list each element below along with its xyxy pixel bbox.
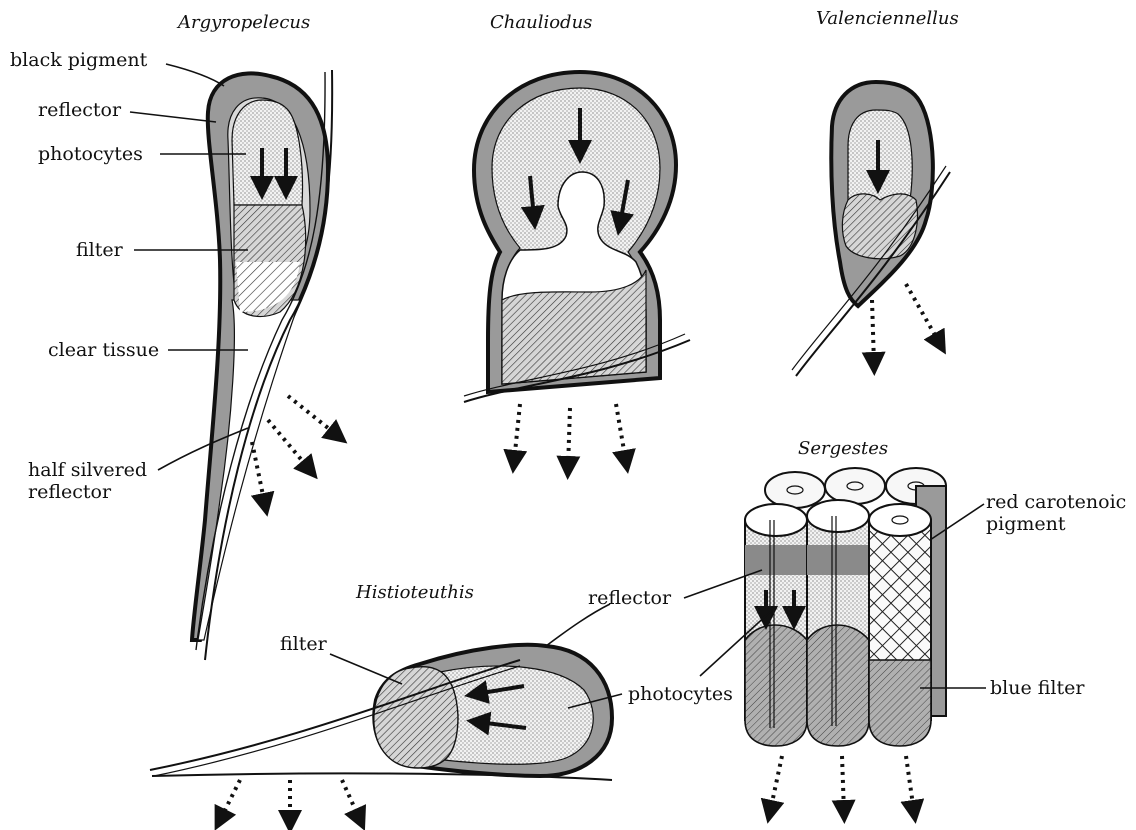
- label-clear-tissue: clear tissue: [48, 339, 159, 361]
- label-reflector: reflector: [38, 99, 122, 121]
- label-s-reflector: reflector: [588, 587, 672, 609]
- title-histioteuthis: Histioteuthis: [355, 582, 474, 603]
- label-red-carotenoid-line1: red carotenoic: [986, 491, 1126, 513]
- label-half-silvered-line1: half silvered: [28, 459, 147, 481]
- emission-arrow: [770, 756, 782, 812]
- label-h-photocytes: photocytes: [628, 683, 733, 705]
- label-red-carotenoid-line2: pigment: [986, 513, 1066, 535]
- cylinder-top: [807, 500, 869, 532]
- cylinder-top: [825, 468, 885, 504]
- title-argyropelecus: Argyropelecus: [176, 12, 310, 33]
- title-chauliodus: Chauliodus: [490, 12, 592, 33]
- leader-h-reflector: [546, 604, 610, 646]
- chauliodus-organ: [464, 72, 690, 468]
- emission-arrow: [616, 404, 626, 462]
- valenciennellus-organ: [792, 82, 950, 376]
- emission-arrow: [252, 442, 265, 505]
- histioteuthis-organ: [150, 645, 612, 822]
- blue-filter: [869, 660, 931, 746]
- emission-arrow: [268, 420, 310, 470]
- label-photocytes: photocytes: [38, 143, 143, 165]
- argyropelecus-organ: [192, 70, 338, 660]
- leader-black-pigment: [166, 64, 224, 86]
- emission-arrow: [906, 284, 940, 344]
- title-valenciennellus: Valenciennellus: [816, 8, 959, 29]
- blue-filter: [745, 625, 807, 746]
- red-pigment-band: [807, 545, 869, 575]
- emission-arrow: [514, 404, 520, 462]
- photocytes: [232, 100, 302, 205]
- emission-arrow: [568, 408, 570, 468]
- emission-arrow: [872, 300, 874, 364]
- title-sergestes: Sergestes: [798, 438, 888, 459]
- emission-arrow: [288, 396, 338, 436]
- label-half-silvered-line2: reflector: [28, 481, 112, 503]
- leader-reflector: [130, 112, 216, 122]
- label-filter: filter: [76, 239, 124, 261]
- emission-arrow: [842, 756, 844, 812]
- label-blue-filter: blue filter: [990, 677, 1085, 699]
- cylinder-top: [869, 504, 931, 536]
- blue-filter: [807, 625, 869, 746]
- filter: [374, 667, 458, 768]
- filter: [842, 194, 917, 259]
- emission-arrow: [220, 780, 240, 820]
- cylinder-top: [745, 504, 807, 536]
- emission-arrow: [342, 780, 360, 820]
- label-h-filter: filter: [280, 633, 328, 655]
- sergestes-organ: [745, 468, 946, 812]
- red-pigment-band: [745, 545, 807, 575]
- cylinder-top: [765, 472, 825, 508]
- photocytes: [440, 666, 593, 764]
- leader-h-filter: [330, 654, 402, 684]
- cylinder-2: [807, 500, 869, 746]
- emission-arrow: [906, 756, 914, 812]
- cylinder-3: [869, 504, 931, 746]
- cylinder-1: [745, 504, 807, 746]
- photocytes: [848, 110, 912, 200]
- label-black-pigment: black pigment: [10, 49, 148, 71]
